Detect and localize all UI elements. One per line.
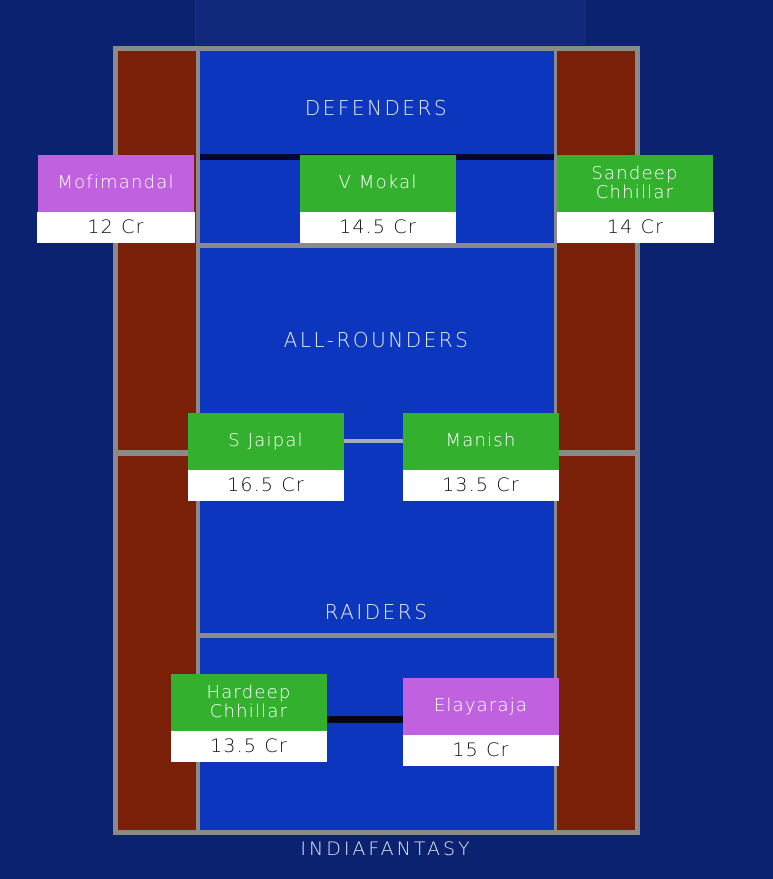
lobby-left-lower (118, 456, 196, 830)
lobby-right-lower (557, 456, 635, 830)
player-name: V Mokal (300, 155, 456, 212)
player-price: 15 Cr (403, 735, 559, 766)
zone-label-allrounders: ALL-ROUNDERS (283, 328, 471, 352)
player-price: 14.5 Cr (300, 212, 456, 243)
mid-court-line (200, 439, 554, 443)
top-accent-panel (195, 0, 585, 45)
player-card-s-jaipal[interactable]: S Jaipal 16.5 Cr (188, 413, 344, 501)
lobby-left-upper (118, 51, 196, 450)
player-name: Elayaraja (403, 678, 559, 735)
player-price: 13.5 Cr (171, 731, 327, 762)
player-price: 14 Cr (557, 212, 714, 243)
bonus-line (316, 716, 461, 723)
player-card-vmokal[interactable]: V Mokal 14.5 Cr (300, 155, 456, 243)
player-name: Manish (403, 413, 559, 470)
lobby-right-upper (557, 51, 635, 450)
zone-label-defenders: DEFENDERS (304, 96, 450, 120)
player-price: 16.5 Cr (188, 470, 344, 501)
player-name: S Jaipal (188, 413, 344, 470)
footer-brand: INDIAFANTASY (300, 838, 473, 860)
player-card-elayaraja[interactable]: Elayaraja 15 Cr (403, 678, 559, 766)
player-price: 12 Cr (37, 212, 195, 243)
player-name: Mofimandal (38, 155, 194, 212)
zone-label-raiders: RAIDERS (324, 600, 430, 624)
player-price: 13.5 Cr (403, 470, 559, 501)
player-card-mofimandal[interactable]: Mofimandal 12 Cr (37, 155, 195, 243)
player-card-manish[interactable]: Manish 13.5 Cr (403, 413, 559, 501)
